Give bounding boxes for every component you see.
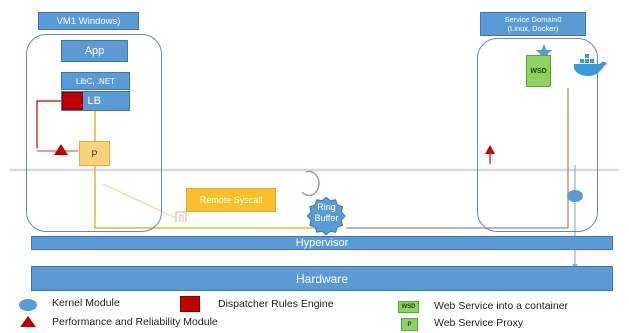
yellow-p-to-ring xyxy=(94,166,318,229)
arc-connector xyxy=(301,170,320,197)
service-domain-title: Service Domain0 (Linux, Docker) xyxy=(480,12,586,36)
syscall-bracket xyxy=(175,211,187,222)
legend-p-swatch: P xyxy=(401,318,418,331)
syscall-bracket-2 xyxy=(179,214,184,222)
service-domain-panel xyxy=(477,38,598,232)
dispatcher-rules-engine-box xyxy=(62,92,83,110)
libc-box: LibC, .NET xyxy=(61,72,130,90)
kernel-module-ellipse xyxy=(567,190,583,202)
remote-syscall-box: Remote Syscall xyxy=(186,188,276,212)
performance-module-triangle-icon xyxy=(54,144,68,155)
faint-diagonal xyxy=(102,183,177,219)
service-triangle-icon xyxy=(485,145,495,154)
proxy-box: P xyxy=(79,141,110,166)
ring-to-wsd-line xyxy=(346,88,569,229)
legend-dispatcher-label: Dispatcher Rules Engine xyxy=(218,298,334,310)
vm1-panel xyxy=(26,34,162,232)
legend-performance-label: Performance and Reliability Module xyxy=(52,316,218,328)
legend-performance-triangle-icon xyxy=(20,316,36,327)
hardware-bar: Hardware xyxy=(31,266,613,291)
legend-kernel-module-label: Kernel Module xyxy=(52,297,120,309)
legend-wsd-swatch: WSD xyxy=(398,301,419,313)
ring-buffer-label: Ring Buffer xyxy=(308,202,345,224)
red-connector xyxy=(36,100,62,148)
legend-web-service-proxy-label: Web Service Proxy xyxy=(434,317,524,329)
legend-dispatcher-swatch xyxy=(180,296,200,312)
legend-kernel-module-swatch xyxy=(19,299,37,311)
vm1-title: VM1 Windows) xyxy=(38,12,139,30)
ring-buffer-line1: Ring xyxy=(317,202,336,212)
ring-buffer-gear xyxy=(306,196,346,236)
app-box: App xyxy=(61,40,128,62)
ring-buffer-line2: Buffer xyxy=(314,213,339,223)
hypervisor-bar: Hypervisor xyxy=(31,236,613,250)
service-domain-title-line2: (Linux, Docker) xyxy=(507,24,559,33)
wsd-box: WSD xyxy=(526,55,551,87)
legend-web-service-container-label: Web Service into a container xyxy=(434,300,569,312)
service-domain-title-line1: Service Domain0 xyxy=(504,15,562,24)
